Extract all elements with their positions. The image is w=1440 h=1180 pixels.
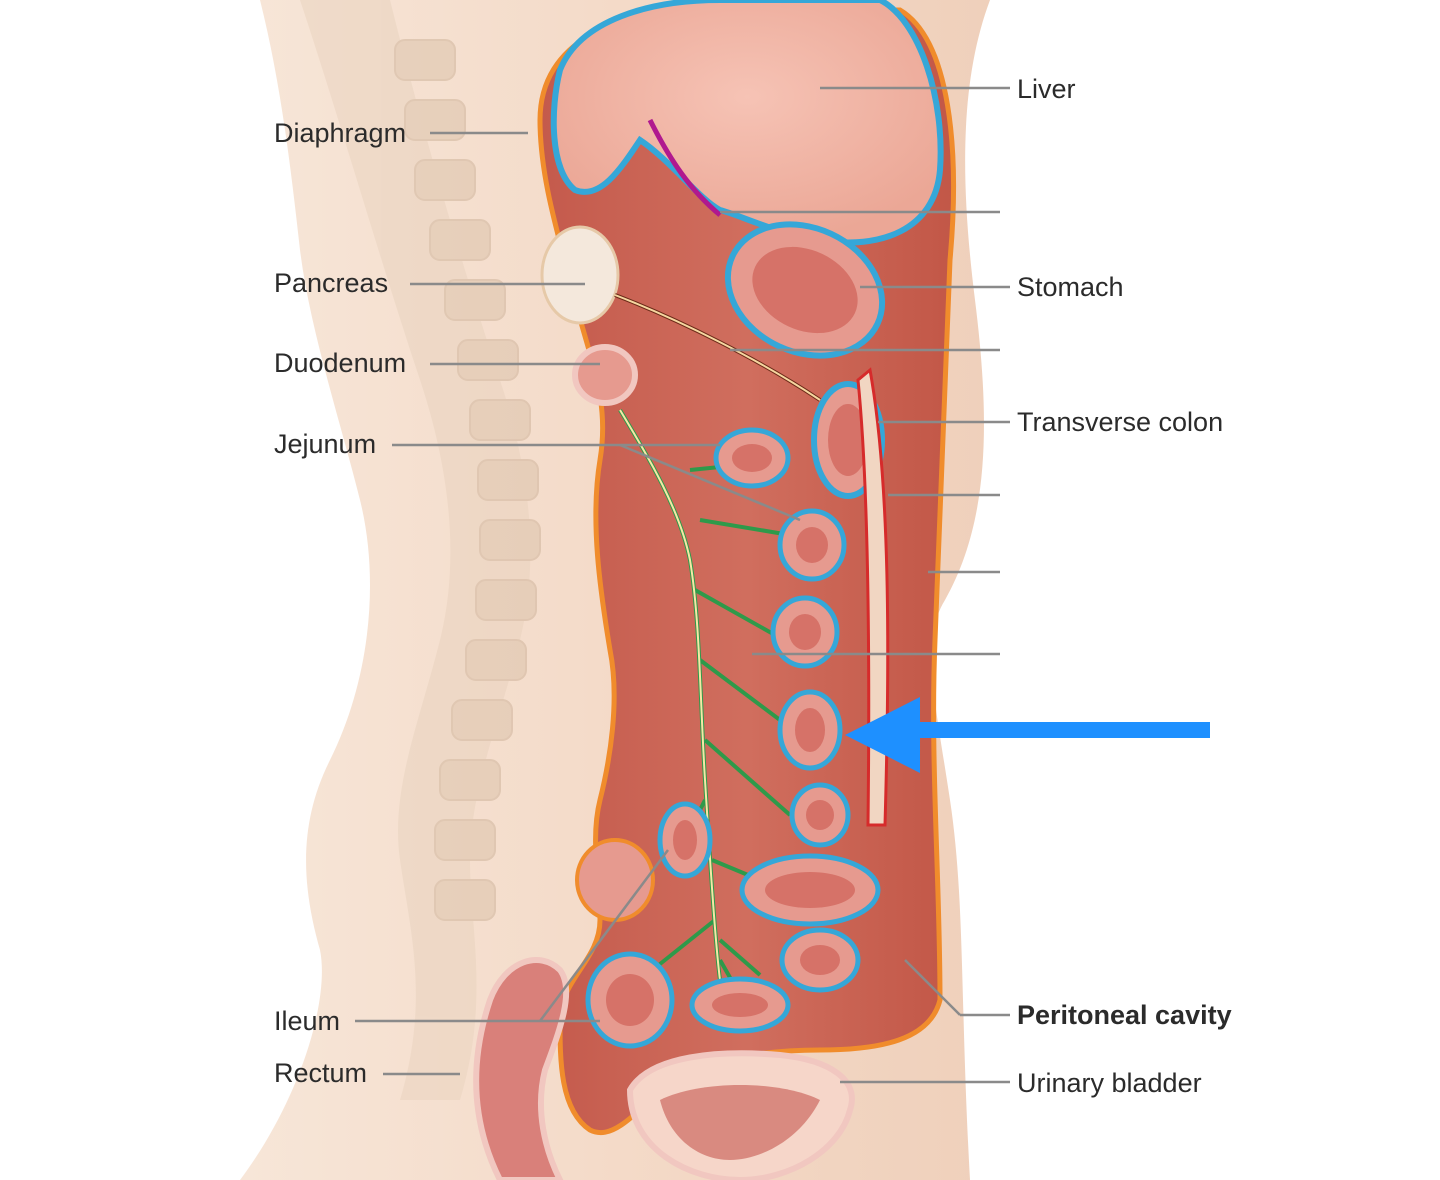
- label-stomach: Stomach: [1017, 272, 1124, 302]
- label-duodenum: Duodenum: [274, 348, 407, 378]
- pancreas-shape: [540, 225, 620, 325]
- label-peritoneal-cavity: Peritoneal cavity: [1017, 1000, 1232, 1030]
- label-transverse-colon: Transverse colon: [1017, 407, 1224, 437]
- label-jejunum: Jejunum: [274, 429, 377, 459]
- duodenum-shape: [572, 344, 638, 406]
- label-liver: Liver: [1017, 74, 1076, 104]
- spine: [300, 0, 541, 1100]
- label-rectum: Rectum: [274, 1058, 368, 1088]
- pointer-arrow: [845, 697, 1210, 773]
- hepatic-ligament: [647, 118, 722, 217]
- label-pancreas: Pancreas: [274, 268, 389, 298]
- greater-omentum: [856, 367, 890, 827]
- label-ileum: Ileum: [274, 1006, 341, 1036]
- leader-lines: [355, 86, 1010, 1084]
- label-diaphragm: Diaphragm: [274, 118, 407, 148]
- label-urinary-bladder: Urinary bladder: [1017, 1068, 1202, 1098]
- ileum-loop: [575, 838, 655, 922]
- leader-peritoneal-cavity: [904, 959, 961, 1016]
